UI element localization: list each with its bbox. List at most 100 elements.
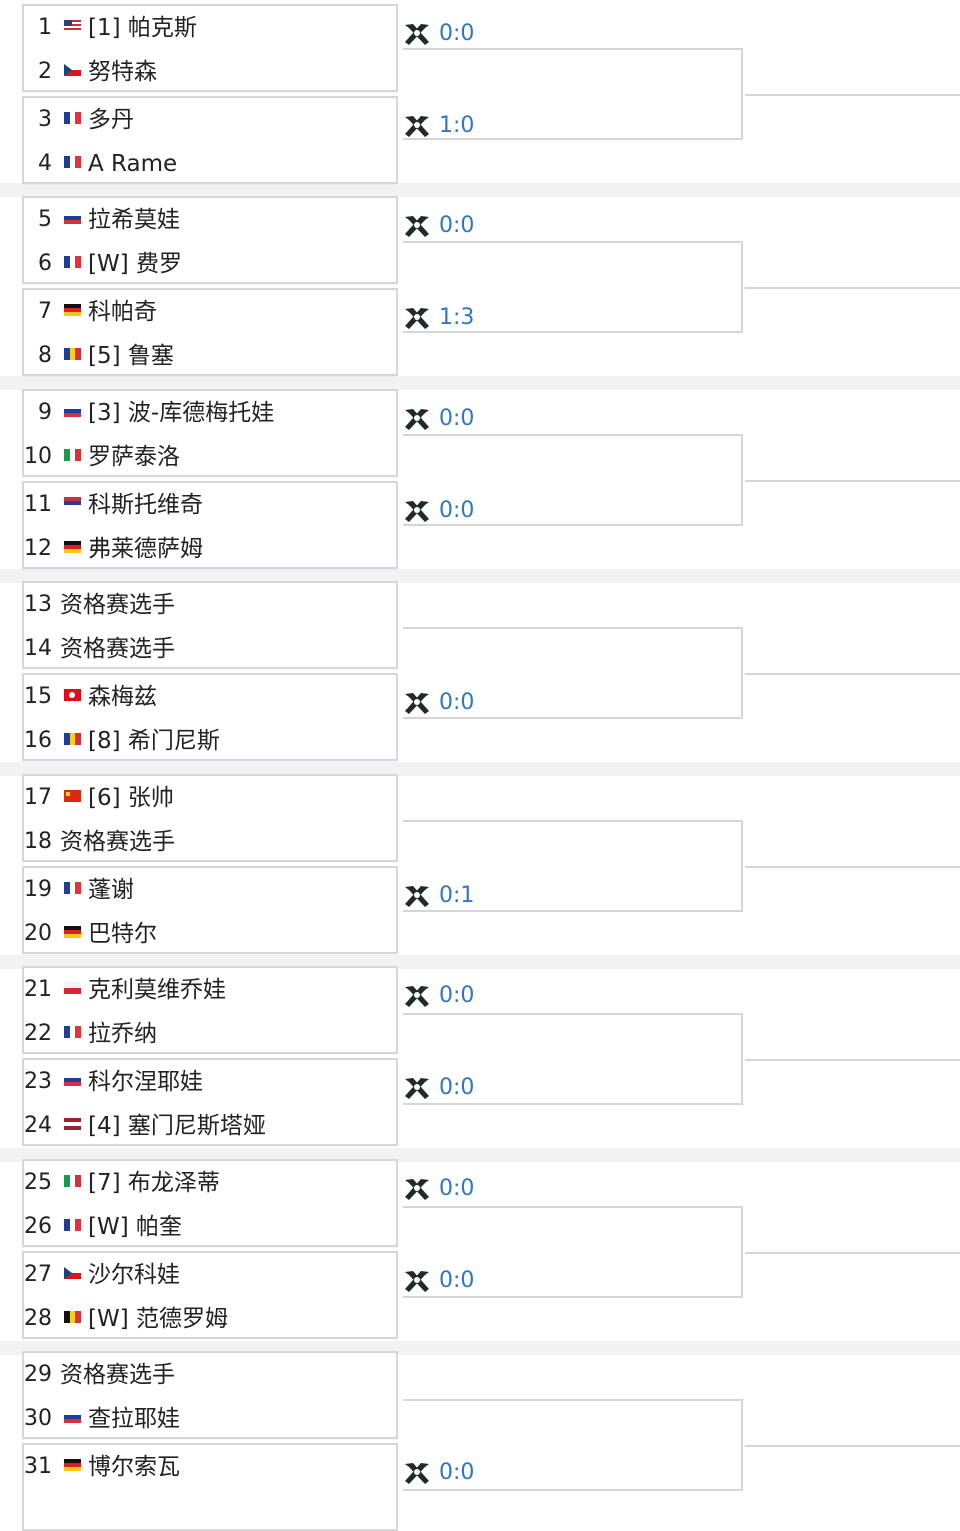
player-name[interactable]: [W] 费罗	[88, 251, 182, 277]
score-text[interactable]: 0:0	[439, 1176, 475, 1201]
player-name[interactable]: 沙尔科娃	[88, 1262, 180, 1288]
score-text[interactable]: 0:0	[439, 498, 475, 523]
match-score[interactable]: 1:3	[403, 304, 483, 332]
score-text[interactable]: 1:0	[439, 113, 475, 138]
player-name[interactable]: [6] 张帅	[88, 785, 174, 811]
match-score[interactable]: 0:0	[403, 1074, 483, 1102]
match-score[interactable]: 0:0	[403, 1267, 483, 1295]
player-row[interactable]: 1[1] 帕克斯	[24, 6, 396, 50]
player-name[interactable]: 查拉耶娃	[88, 1406, 180, 1432]
player-name[interactable]: 森梅兹	[88, 684, 157, 710]
player-name[interactable]: 资格赛选手	[60, 829, 175, 855]
score-text[interactable]: 0:0	[439, 21, 475, 46]
player-name[interactable]: [W] 范德罗姆	[88, 1306, 228, 1332]
match-score[interactable]: 1:0	[403, 112, 483, 140]
match-score[interactable]: 0:0	[403, 212, 483, 240]
score-text[interactable]: 0:0	[439, 1268, 475, 1293]
player-name[interactable]: [4] 塞门尼斯塔娅	[88, 1113, 266, 1139]
player-row[interactable]: 9[3] 波-库德梅托娃	[24, 391, 396, 435]
score-text[interactable]: 0:1	[439, 883, 475, 908]
player-name[interactable]: [7] 布龙泽蒂	[88, 1170, 220, 1196]
player-name[interactable]: 科尔涅耶娃	[88, 1069, 203, 1095]
player-name[interactable]: 科帕奇	[88, 299, 157, 325]
match-score[interactable]: 0:1	[403, 882, 483, 910]
player-name[interactable]: 努特森	[88, 59, 157, 85]
player-name[interactable]: 巴特尔	[88, 921, 157, 947]
match-score[interactable]: 0:0	[403, 1459, 483, 1487]
match-score[interactable]: 0:0	[403, 405, 483, 433]
score-text[interactable]: 0:0	[439, 983, 475, 1008]
player-row[interactable]: 28[W] 范德罗姆	[24, 1297, 396, 1341]
player-name[interactable]: 拉希莫娃	[88, 207, 180, 233]
player-row[interactable]: 17[6] 张帅	[24, 776, 396, 820]
player-name[interactable]: 资格赛选手	[60, 636, 175, 662]
match-score[interactable]: 0:0	[403, 20, 483, 48]
player-name[interactable]: [W] 帕奎	[88, 1214, 182, 1240]
score-text[interactable]: 0:0	[439, 1460, 475, 1485]
player-name[interactable]: 资格赛选手	[60, 1362, 175, 1388]
player-row[interactable]: 6[W] 费罗	[24, 242, 396, 286]
match-score[interactable]: 0:0	[403, 497, 483, 525]
player-row[interactable]: 16[8] 希门尼斯	[24, 719, 396, 763]
match-score[interactable]: 0:0	[403, 982, 483, 1010]
player-row[interactable]: 24[4] 塞门尼斯塔娅	[24, 1104, 396, 1148]
player-name[interactable]: 博尔索瓦	[88, 1454, 180, 1480]
player-name[interactable]: 罗萨泰洛	[88, 444, 180, 470]
player-name[interactable]: 弗莱德萨姆	[88, 536, 203, 562]
player-name[interactable]: A Rame	[88, 151, 178, 177]
player-row[interactable]: 26[W] 帕奎	[24, 1205, 396, 1249]
player-row[interactable]: 25[7] 布龙泽蒂	[24, 1161, 396, 1205]
player-name[interactable]: [3] 波-库德梅托娃	[88, 400, 275, 426]
player-name[interactable]: [1] 帕克斯	[88, 15, 197, 41]
score-text[interactable]: 1:3	[439, 305, 475, 330]
player-name[interactable]: 蓬谢	[88, 877, 134, 903]
player-name[interactable]: [5] 鲁塞	[88, 343, 174, 369]
match-score[interactable]: 0:0	[403, 1175, 483, 1203]
player-name[interactable]: 多丹	[88, 107, 134, 133]
player-name[interactable]: 拉乔纳	[88, 1021, 157, 1047]
score-text[interactable]: 0:0	[439, 406, 475, 431]
score-text[interactable]: 0:0	[439, 213, 475, 238]
score-text[interactable]: 0:0	[439, 1075, 475, 1100]
player-row[interactable]: 8[5] 鲁塞	[24, 334, 396, 378]
player-name[interactable]: [8] 希门尼斯	[88, 728, 220, 754]
match-score[interactable]: 0:0	[403, 689, 483, 717]
player-name[interactable]: 科斯托维奇	[88, 492, 203, 518]
